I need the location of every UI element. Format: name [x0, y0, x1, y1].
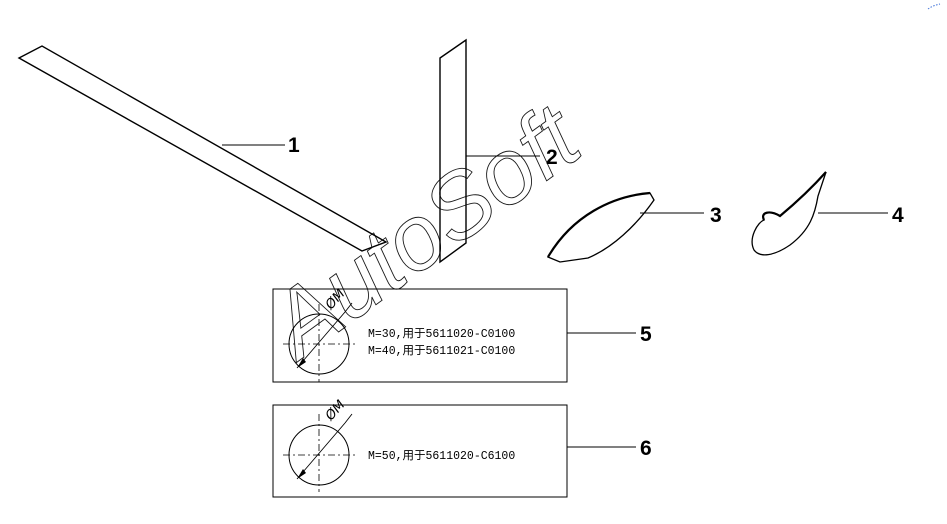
part-3-curved-piece: 3	[547, 191, 722, 263]
part-2-strip: 2	[439, 38, 558, 264]
callout-2: 2	[546, 146, 558, 169]
part-1-strip: 1	[17, 45, 388, 252]
label-6-diameter-symbol: ØM	[322, 398, 348, 425]
callout-5: 5	[640, 323, 652, 346]
corner-mark	[927, 3, 941, 10]
callout-4: 4	[892, 204, 904, 227]
label-5-line-1: M=30,用于5611020-C0100	[368, 328, 515, 341]
part-6-label: ØM M=50,用于5611020-C6100 6	[272, 398, 652, 498]
part-4-hook-piece: 4	[751, 171, 904, 256]
callout-1: 1	[288, 134, 300, 157]
part-5-label: ØM M=30,用于5611020-C0100 M=40,用于5611021-C…	[272, 287, 652, 383]
label-6-line-1: M=50,用于5611020-C6100	[368, 450, 515, 463]
callout-6: 6	[640, 437, 652, 460]
callout-3: 3	[710, 204, 722, 227]
label-5-line-2: M=40,用于5611021-C0100	[368, 345, 515, 358]
